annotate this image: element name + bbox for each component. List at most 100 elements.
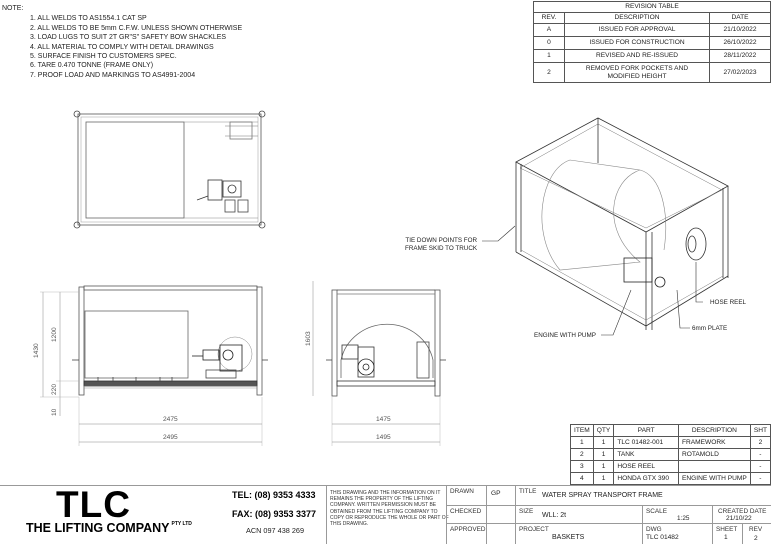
item-cell: 4 xyxy=(570,472,594,485)
item-cell: 2 xyxy=(570,448,594,461)
item-header: ITEM xyxy=(570,424,594,437)
item-cell: 1 xyxy=(570,436,594,449)
drawn-field: DRAWN xyxy=(446,485,486,505)
scale-field: SCALE 1:25 xyxy=(642,505,712,523)
drawing-title: WATER SPRAY TRANSPORT FRAME xyxy=(542,492,663,499)
table-row: 4 1 HONDA GTX 390 ENGINE WITH PUMP - xyxy=(570,472,771,485)
note-item: 7. PROOF LOAD AND MARKINGS TO AS4991-200… xyxy=(30,71,196,79)
part-cell: TLC 01482-001 xyxy=(613,436,679,449)
created-date-field: CREATED DATE 21/10/22 xyxy=(712,505,771,523)
drawn-value-field: GP xyxy=(486,485,515,505)
plan-view xyxy=(73,110,266,229)
title-label: TITLE xyxy=(519,488,537,495)
note-item: 2. ALL WELDS TO BE 5mm C.F.W. UNLESS SHO… xyxy=(30,24,243,32)
dwg-field: DWG TLC 01482 xyxy=(642,523,712,544)
sheet-field: SHEET 1 xyxy=(712,523,742,544)
description-cell: ENGINE WITH PUMP xyxy=(677,472,751,485)
revision-table: REVISION TABLE REV. DESCRIPTION DATE A I… xyxy=(533,1,771,83)
size-label: SIZE xyxy=(519,508,534,515)
size-value: WLL: 2t xyxy=(542,512,567,519)
qty-cell: 1 xyxy=(592,460,615,473)
sht-cell: - xyxy=(749,448,771,461)
note-item: 1. ALL WELDS TO AS1554.1 CAT SP xyxy=(30,15,147,23)
dim-end-outer-width: 1495 xyxy=(376,434,391,441)
description-header: DESCRIPTION xyxy=(677,424,751,437)
phone-number: TEL: (08) 9353 4333 xyxy=(232,490,316,500)
plate-callout: 6mm PLATE xyxy=(692,325,728,332)
tie-down-callout: TIE DOWN POINTS FOR FRAME SKID TO TRUCK xyxy=(405,237,477,253)
qty-cell: 1 xyxy=(592,472,615,485)
rev-field: REV 2 xyxy=(742,523,771,544)
project-label: PROJECT xyxy=(519,526,549,533)
company-name-text: THE LIFTING COMPANY xyxy=(26,521,170,535)
qty-cell: 1 xyxy=(592,436,615,449)
checked-label: CHECKED xyxy=(450,508,482,515)
description-cell xyxy=(677,460,751,473)
sht-header: SHT xyxy=(749,424,771,437)
sht-cell: 2 xyxy=(749,436,771,449)
size-field: SIZE WLL: 2t xyxy=(515,505,642,523)
rev-value: 2 xyxy=(754,535,758,542)
dwg-label: DWG xyxy=(646,526,662,533)
title-block xyxy=(0,485,771,544)
created-date-label: CREATED DATE xyxy=(718,508,767,515)
side-view xyxy=(40,285,268,446)
note-item: 4. ALL MATERIAL TO COMPLY WITH DETAIL DR… xyxy=(30,43,214,51)
note-item: 3. LOAD LUGS TO SUIT 2T GR"S" SAFETY BOW… xyxy=(30,34,227,42)
qty-cell: 1 xyxy=(592,448,615,461)
table-row: 1 REVISED AND RE-ISSUED 28/11/2022 xyxy=(533,49,771,63)
title-field: TITLE WATER SPRAY TRANSPORT FRAME xyxy=(515,485,771,505)
description-cell: ROTAMOLD xyxy=(677,448,751,461)
bill-of-materials: ITEM QTY PART DESCRIPTION SHT 1 1 TLC 01… xyxy=(570,424,771,485)
part-cell: TANK xyxy=(613,448,679,461)
isometric-view xyxy=(482,117,729,336)
table-row: 2 1 TANK ROTAMOLD - xyxy=(570,448,771,461)
company-suffix: PTY LTD xyxy=(171,521,192,527)
rev-label: REV xyxy=(749,526,763,533)
engine-callout: ENGINE WITH PUMP xyxy=(534,332,596,339)
part-cell: HONDA GTX 390 xyxy=(613,472,679,485)
copyright-notice: THIS DRAWING AND THE INFORMATION ON IT R… xyxy=(326,486,450,544)
notes-title: NOTE: xyxy=(2,5,24,12)
dim-end-height: 1603 xyxy=(305,331,312,346)
project-field: PROJECT BASKETS xyxy=(515,523,642,544)
project-value: BASKETS xyxy=(552,534,585,541)
item-cell: 3 xyxy=(570,460,594,473)
dim-side-inner-width: 2475 xyxy=(163,416,178,423)
dim-side-height-base: 220 xyxy=(51,383,58,395)
sht-cell: - xyxy=(749,472,771,485)
dwg-number: TLC 01482 xyxy=(646,534,679,541)
end-view xyxy=(312,281,446,446)
sheet-label: SHEET xyxy=(716,526,738,533)
approved-value-field xyxy=(486,523,515,544)
hose-reel-callout: HOSE REEL xyxy=(710,299,747,306)
tie-down-line-1: TIE DOWN POINTS FOR xyxy=(405,237,478,244)
scale-value: 1:25 xyxy=(677,515,690,522)
sht-cell: - xyxy=(749,460,771,473)
note-item: 6. TARE 0.470 TONNE (FRAME ONLY) xyxy=(30,62,154,70)
fax-number: FAX: (08) 9353 3377 xyxy=(232,509,317,519)
checked-value-field xyxy=(486,505,515,523)
dim-end-inner-width: 1475 xyxy=(376,416,391,423)
company-logo: TLC xyxy=(56,484,131,525)
table-row: 2 REMOVED FORK POCKETS AND MODIFIED HEIG… xyxy=(533,62,771,83)
scale-label: SCALE xyxy=(646,508,667,515)
qty-header: QTY xyxy=(592,424,615,437)
approved-field: APPROVED xyxy=(446,523,486,544)
dim-side-height-upper: 1200 xyxy=(51,327,58,342)
dim-side-outer-width: 2495 xyxy=(163,434,178,441)
general-notes: NOTE: 1. ALL WELDS TO AS1554.1 CAT SP 2.… xyxy=(2,4,242,80)
table-row: 3 1 HOSE REEL - xyxy=(570,460,771,473)
drawn-value: GP xyxy=(491,490,501,497)
dim-side-height-total: 1430 xyxy=(33,343,40,358)
acn-number: ACN 097 438 269 xyxy=(246,526,305,535)
part-cell: HOSE REEL xyxy=(613,460,679,473)
created-date-value: 21/10/22 xyxy=(726,515,752,522)
part-header: PART xyxy=(613,424,679,437)
checked-field: CHECKED xyxy=(446,505,486,523)
approved-label: APPROVED xyxy=(450,526,486,533)
description-cell: FRAMEWORK xyxy=(677,436,751,449)
description-cell: REMOVED FORK POCKETS AND MODIFIED HEIGHT xyxy=(564,62,710,83)
